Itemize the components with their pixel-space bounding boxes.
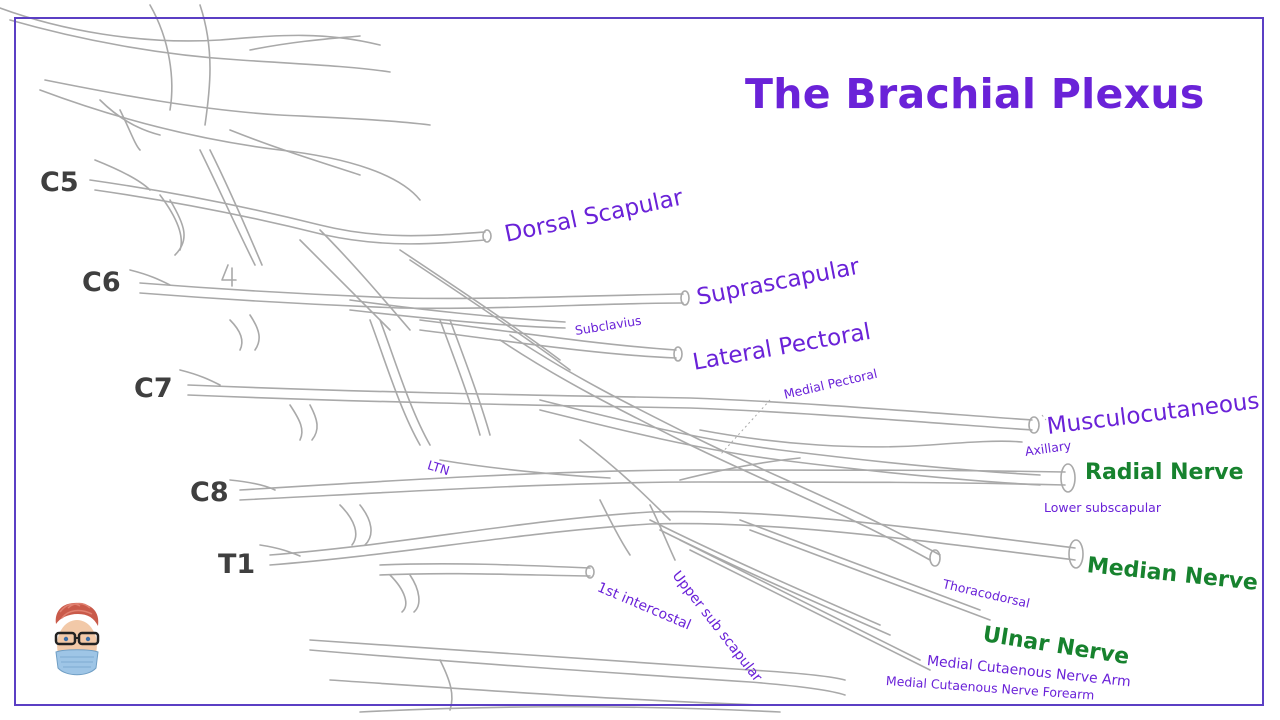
slide-title: The Brachial Plexus bbox=[745, 70, 1205, 118]
root-label-c8: C8 bbox=[190, 477, 229, 508]
label-lower-subscapular: Lower subscapular bbox=[1044, 500, 1161, 515]
root-label-c7: C7 bbox=[134, 373, 173, 404]
root-label-c5: C5 bbox=[40, 167, 79, 198]
doctor-avatar-icon bbox=[54, 602, 100, 676]
root-label-c6: C6 bbox=[82, 267, 121, 298]
label-radial-nerve: Radial Nerve bbox=[1085, 460, 1244, 485]
slide-frame bbox=[14, 17, 1264, 706]
root-label-t1: T1 bbox=[218, 549, 256, 580]
